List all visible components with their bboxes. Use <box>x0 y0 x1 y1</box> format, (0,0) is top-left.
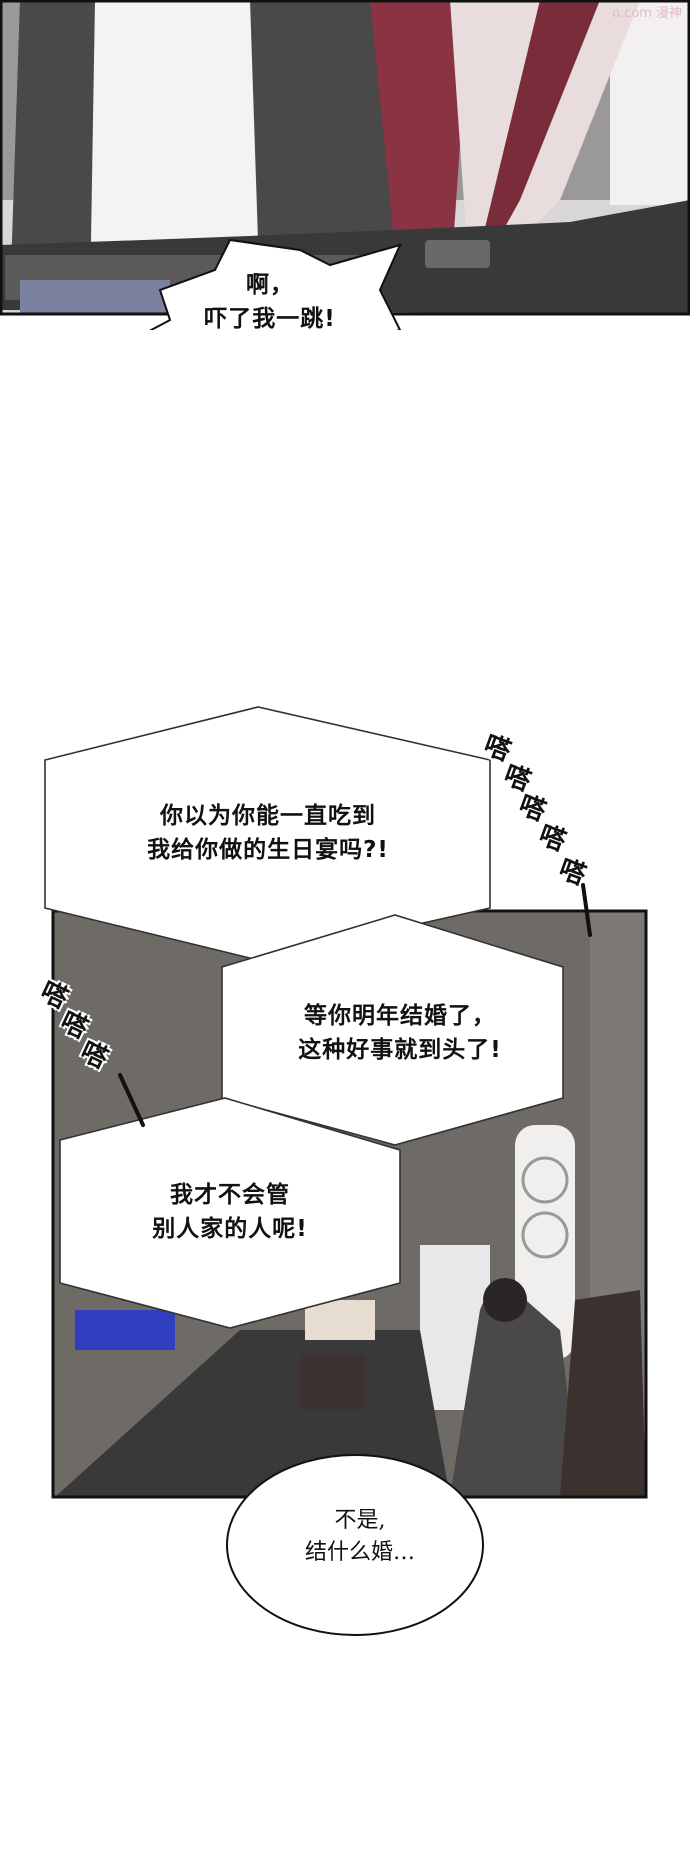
purifier-ring <box>521 1156 569 1204</box>
oval-bubble <box>226 1454 484 1636</box>
purifier-ring <box>521 1211 569 1259</box>
keyboard-2 <box>300 1355 365 1410</box>
panel-1-artwork <box>0 0 690 330</box>
hex3-line-2: 别人家的人呢! <box>152 1216 308 1242</box>
man-in-jacket <box>450 1290 580 1497</box>
hex2-line-1: 等你明年结婚了， <box>304 1003 496 1029</box>
oval-bubble-text: 不是, 结什么婚… <box>255 1505 465 1569</box>
watermark: o.com 漫神 <box>612 6 682 21</box>
shout-bubble-text: 啊， 吓了我一跳! <box>180 268 360 336</box>
blue-machine <box>75 1310 175 1350</box>
hexagon-bubbles <box>44 706 564 1329</box>
hexagon-bubble-3 <box>59 1097 401 1329</box>
man-head <box>483 1278 527 1322</box>
hexagon-bubble-1 <box>44 706 491 961</box>
hair <box>370 0 470 300</box>
hexagon-2-text: 等你明年结婚了， 这种好事就到头了! <box>250 999 550 1067</box>
shout-bubble <box>149 238 402 330</box>
hex2-line-2: 这种好事就到头了! <box>298 1037 502 1063</box>
monitor-edge <box>20 280 170 314</box>
shout-line-1: 啊， <box>246 272 294 298</box>
box <box>305 1300 375 1340</box>
hexagon-3-text: 我才不会管 别人家的人呢! <box>100 1178 360 1246</box>
phone-on-desk <box>425 240 490 268</box>
sfx-tail-right <box>581 883 592 937</box>
hex1-line-1: 你以为你能一直吃到 <box>160 803 376 829</box>
shout-line-2: 吓了我一跳! <box>204 306 336 332</box>
office-chair <box>560 1290 646 1497</box>
hoodie <box>90 0 260 300</box>
air-purifier <box>515 1125 575 1360</box>
hexagon-1-text: 你以为你能一直吃到 我给你做的生日宴吗?! <box>88 799 448 867</box>
oval-line-2: 结什么婚… <box>304 1540 415 1565</box>
oval-line-1: 不是, <box>334 1508 386 1533</box>
hex3-line-1: 我才不会管 <box>170 1182 290 1208</box>
hair-strand <box>470 0 600 290</box>
sfx-tail-left <box>118 1073 145 1127</box>
hex1-line-2: 我给你做的生日宴吗?! <box>147 837 389 863</box>
